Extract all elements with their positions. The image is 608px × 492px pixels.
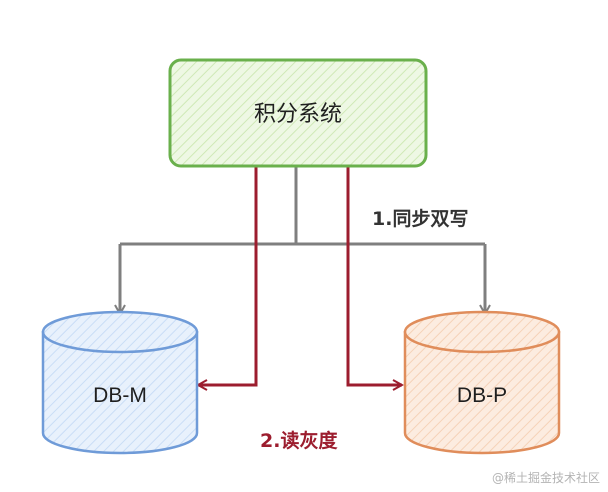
read-gray-annotation: 2.读灰度 <box>260 429 338 452</box>
db-m-top <box>41 310 199 354</box>
db-m-body <box>41 330 199 455</box>
db-m-node: DB-M <box>41 310 199 455</box>
system-node: 积分系统 <box>168 58 428 168</box>
sync-write-edges <box>120 167 485 314</box>
db-p-node: DB-P <box>403 310 561 455</box>
read-arrow-to-db-m <box>198 167 258 385</box>
system-box <box>168 58 428 168</box>
sync-write-annotation: 1.同步双写 <box>372 208 468 230</box>
db-m-label: DB-M <box>93 384 147 407</box>
read-arrow-to-db-p <box>346 167 402 385</box>
read-gray-edges <box>198 167 402 385</box>
db-p-body <box>403 330 561 455</box>
watermark-text: @稀土掘金技术社区 <box>492 470 600 485</box>
db-p-label: DB-P <box>457 384 507 407</box>
db-p-top <box>403 310 561 354</box>
system-label: 积分系统 <box>254 102 342 127</box>
